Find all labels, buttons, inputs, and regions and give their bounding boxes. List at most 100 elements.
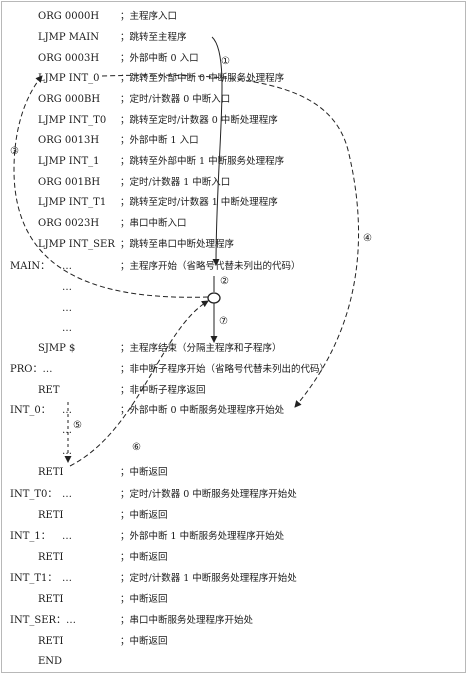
code-line: MAIN：…；主程序开始（省略号代替未列出的代码）: [0, 258, 467, 276]
code-line: …: [0, 279, 467, 297]
code-line: INT_SER：… ；串口中断服务处理程序开始处: [0, 612, 467, 630]
code-line: ORG 0000H ；主程序入口: [0, 8, 467, 26]
code-line: INT_T0： … ；定时/计数器 0 中断服务处理程序开始处: [0, 486, 467, 504]
code-instruction: RETI: [38, 552, 64, 563]
code-instruction: LJMP INT_SER: [38, 239, 115, 250]
code-comment: ；非中断子程序开始（省略号代替未列出的代码）: [120, 364, 330, 375]
code-instruction: LJMP INT_T0: [38, 115, 107, 126]
flow-label-2: ②: [220, 276, 229, 287]
code-comment: ；定时/计数器 0 中断入口: [120, 94, 231, 105]
code-comment: ；非中断子程序返回: [120, 385, 206, 396]
code-label: PRO：…: [10, 364, 53, 375]
code-comment: ；主程序入口: [120, 11, 178, 22]
code-line: LJMP MAIN ；跳转至主程序: [0, 29, 467, 47]
code-instruction: LJMP INT_T1: [38, 197, 107, 208]
code-line: SJMP $ ；主程序结束（分隔主程序和子程序）: [0, 340, 467, 358]
code-line: RETI；中断返回: [0, 507, 467, 525]
code-instruction: …: [62, 405, 72, 416]
code-comment: ；跳转至定时/计数器 0 中断处理程序: [120, 115, 278, 126]
code-instruction: ORG 0013H: [38, 135, 100, 146]
flow-label-1: ①: [221, 56, 230, 67]
interrupt-point-circle: [207, 292, 221, 304]
code-line: ORG 0003H ；外部中断 0 入口: [0, 50, 467, 68]
code-comment: ；主程序结束（分隔主程序和子程序）: [120, 343, 282, 354]
code-instruction: ORG 001BH: [38, 177, 101, 188]
code-line: RETI；中断返回: [0, 464, 467, 482]
code-instruction: RETI: [38, 636, 64, 647]
code-comment: ；主程序开始（省略号代替未列出的代码）: [120, 261, 301, 272]
code-label: INT_1：: [10, 531, 51, 542]
code-line: LJMP INT_T0 ；跳转至定时/计数器 0 中断处理程序: [0, 112, 467, 130]
code-line: PRO：… ；非中断子程序开始（省略号代替未列出的代码）: [0, 361, 467, 379]
code-comment: ；外部中断 1 入口: [120, 135, 199, 146]
code-comment: ；中断返回: [120, 467, 168, 478]
code-line: RETI ；中断返回: [0, 549, 467, 567]
code-label: INT_T1：: [10, 573, 58, 584]
code-line: INT_1：…；外部中断 1 中断服务处理程序开始处: [0, 528, 467, 546]
code-line: LJMP INT_1 ；跳转至外部中断 1 中断服务处理程序: [0, 153, 467, 171]
code-instruction: LJMP INT_0: [38, 73, 100, 84]
code-instruction: END: [38, 656, 63, 667]
code-comment: ；定时/计数器 0 中断服务处理程序开始处: [120, 489, 297, 500]
code-label: INT_SER：…: [10, 615, 77, 626]
code-instruction: ORG 0000H: [38, 11, 100, 22]
code-line: RETI ；中断返回: [0, 633, 467, 651]
code-comment: ；外部中断 0 入口: [120, 53, 199, 64]
flow-label-4: ④: [363, 233, 372, 244]
code-label: INT_0：: [10, 405, 51, 416]
code-line: LJMP INT_0；跳转至外部中断 0 中断服务处理程序: [0, 70, 467, 88]
flow-label-5: ⑤: [73, 420, 82, 431]
code-line: LJMP INT_SER ；跳转至串口中断处理程序: [0, 236, 467, 254]
code-instruction: LJMP INT_1: [38, 156, 100, 167]
code-comment: ；外部中断 0 中断服务处理程序开始处: [120, 405, 285, 416]
code-line: INT_0： … ；外部中断 0 中断服务处理程序开始处: [0, 402, 467, 420]
flow-label-6: ⑥: [132, 442, 141, 453]
code-instruction: …: [62, 573, 72, 584]
code-line: …: [0, 443, 467, 461]
flow-label-3: ③: [10, 146, 19, 157]
flow-label-7: ⑦: [219, 316, 228, 327]
code-instruction: …: [62, 531, 72, 542]
code-instruction: LJMP MAIN: [38, 32, 99, 43]
code-comment: ；中断返回: [120, 552, 168, 563]
code-instruction: …: [62, 282, 72, 293]
code-line: END: [0, 653, 467, 671]
code-line: …: [0, 422, 467, 440]
code-instruction: SJMP $: [38, 343, 76, 354]
code-label: MAIN：: [10, 261, 51, 272]
code-line: LJMP INT_T1 ；跳转至定时/计数器 1 中断处理程序: [0, 194, 467, 212]
flow-arrow-6: [69, 300, 209, 467]
code-instruction: RET: [38, 385, 60, 396]
code-instruction: ORG 000BH: [38, 94, 101, 105]
code-comment: ；跳转至定时/计数器 1 中断处理程序: [120, 197, 278, 208]
code-line: …: [0, 300, 467, 318]
code-line: RET ；非中断子程序返回: [0, 382, 467, 400]
code-comment: ；中断返回: [120, 636, 168, 647]
code-comment: ；定时/计数器 1 中断服务处理程序开始处: [120, 573, 297, 584]
code-line: ORG 0013H ；外部中断 1 入口: [0, 132, 467, 150]
code-instruction: …: [62, 303, 72, 314]
code-instruction: RETI: [38, 510, 64, 521]
code-comment: ；串口中断服务处理程序开始处: [120, 615, 254, 626]
code-comment: ；跳转至外部中断 1 中断服务处理程序: [120, 156, 285, 167]
code-instruction: …: [62, 425, 72, 436]
code-instruction: ORG 0003H: [38, 53, 100, 64]
code-line: ORG 000BH ；定时/计数器 0 中断入口: [0, 91, 467, 109]
code-comment: ；定时/计数器 1 中断入口: [120, 177, 231, 188]
code-comment: ；串口中断入口: [120, 218, 187, 229]
code-instruction: …: [62, 489, 72, 500]
code-comment: ；跳转至串口中断处理程序: [120, 239, 235, 250]
code-line: …: [0, 320, 467, 338]
code-label: INT_T0：: [10, 489, 58, 500]
code-instruction: ORG 0023H: [38, 218, 100, 229]
code-line: ORG 0023H ；串口中断入口: [0, 215, 467, 233]
code-instruction: …: [62, 446, 72, 457]
flow-arrow-1: [211, 36, 223, 266]
code-instruction: …: [62, 323, 72, 334]
code-instruction: RETI: [38, 594, 64, 605]
code-line: INT_T1： … ；定时/计数器 1 中断服务处理程序开始处: [0, 570, 467, 588]
code-comment: ；跳转至主程序: [120, 32, 187, 43]
